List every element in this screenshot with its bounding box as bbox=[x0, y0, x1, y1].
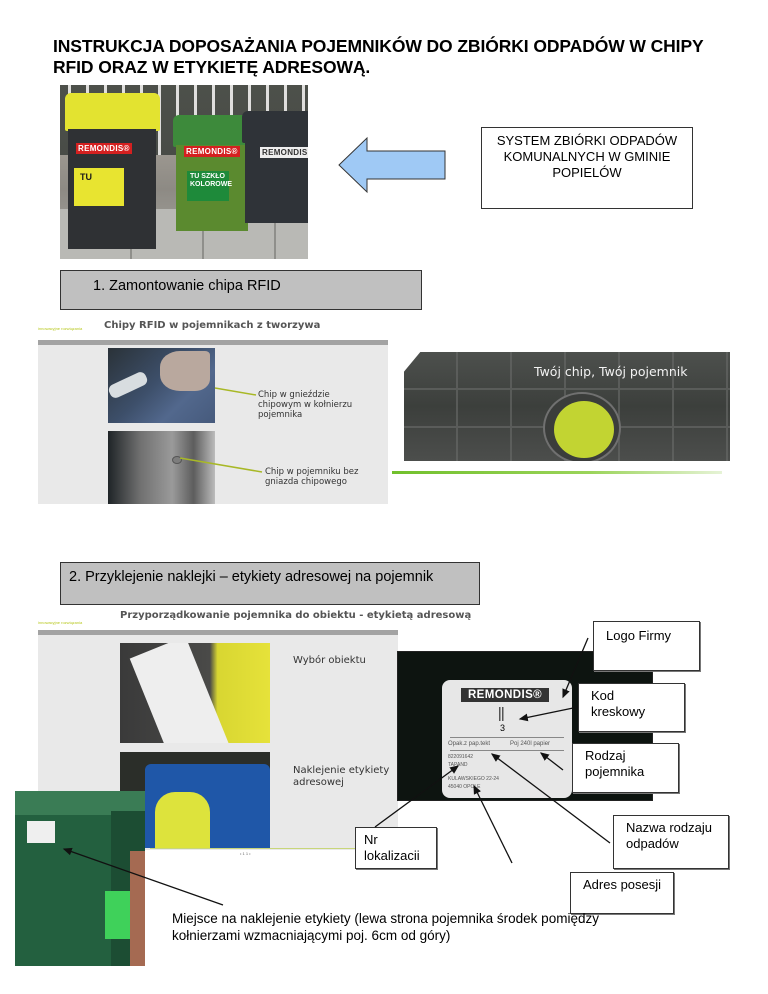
slide-2-page-number: • 1 1 • bbox=[240, 851, 251, 856]
address-label: REMONDIS® 3 Opak.z pap.tekt Poj 240l pap… bbox=[442, 680, 572, 798]
container-type: Poj 240l papier bbox=[510, 741, 551, 747]
slide-1-title: Chipy RFID w pojemnikach z tworzywa bbox=[104, 320, 321, 331]
step-2-heading: 2. Przyklejenie naklejki – etykiety adre… bbox=[60, 562, 480, 605]
arrow-left-icon bbox=[338, 136, 446, 194]
slide-tag: innowacyjne rozwiązania bbox=[38, 326, 83, 331]
glass-sign bbox=[105, 891, 130, 939]
slide-2-header-bar bbox=[38, 630, 398, 635]
glass-sign: TU SZKŁO KOLOROWE bbox=[187, 171, 232, 201]
location-number: 822091642 bbox=[448, 754, 474, 760]
callout-container-type: Rodzaj pojemnika bbox=[572, 743, 679, 793]
label-placement-caption: Miejsce na naklejenie etykiety (lewa str… bbox=[172, 911, 599, 943]
remondis-sticker: REMONDIS bbox=[260, 147, 308, 158]
chip-in-socket-photo bbox=[108, 348, 215, 423]
address-line-1: KULAWSKIEGO 22-24 bbox=[448, 776, 499, 782]
callout-address: Adres posesji bbox=[570, 872, 674, 914]
label-number: 3 bbox=[500, 723, 506, 733]
callout-location-number: Nr lokalizacii bbox=[355, 827, 437, 869]
green-bin-lid bbox=[173, 115, 251, 147]
chip-socket-caption: Chip w gnieździe chipowym w kołnierzu po… bbox=[258, 390, 353, 420]
chip-no-socket-caption: Chip w pojemniku bez gniazda chipowego bbox=[265, 467, 359, 487]
company-logo: REMONDIS® bbox=[461, 688, 549, 702]
waste-bins-photo: REMONDIS® REMONDIS® REMONDIS TU TU SZKŁO… bbox=[60, 85, 308, 259]
remondis-sticker: REMONDIS® bbox=[76, 143, 132, 154]
step-1-heading: 1. Zamontowanie chipa RFID bbox=[60, 270, 422, 310]
slide-2-footer-line bbox=[150, 848, 400, 849]
yellow-bin-lid bbox=[65, 93, 160, 131]
black-bin-lid bbox=[242, 111, 308, 143]
slide-tag: innowacyjne rozwiązania bbox=[38, 620, 83, 625]
remondis-sticker: REMONDIS® bbox=[184, 146, 240, 157]
chip-without-socket-photo bbox=[108, 431, 215, 504]
waste-type: Opak.z pap.tekt bbox=[448, 741, 491, 747]
document-title: INSTRUKCJA DOPOSAŻANIA POJEMNIKÓW DO ZBI… bbox=[53, 36, 704, 77]
system-description-box: SYSTEM ZBIÓRKI ODPADÓW KOMUNALNYCH W GMI… bbox=[481, 127, 693, 209]
chip-closeup-photo: Twój chip, Twój pojemnik bbox=[404, 352, 730, 461]
callout-waste-name: Nazwa rodzaju odpadów bbox=[613, 815, 729, 869]
applying-label-photo bbox=[120, 752, 270, 848]
callout-logo: Logo Firmy bbox=[593, 621, 700, 671]
slide-1-header-bar bbox=[38, 340, 388, 345]
slide-2-title: Przyporządkowanie pojemnika do obiektu -… bbox=[120, 610, 472, 621]
paper-sign: TU bbox=[74, 168, 124, 206]
rfid-chip bbox=[554, 401, 614, 458]
callout-barcode: Kod kreskowy bbox=[578, 683, 685, 732]
location-name: TAPAND bbox=[448, 762, 468, 768]
green-bin-photo bbox=[15, 791, 145, 966]
label-placement-sticker bbox=[27, 821, 55, 843]
choose-object-caption: Wybór obiektu bbox=[293, 655, 366, 666]
barcode bbox=[499, 707, 505, 721]
chip-slogan: Twój chip, Twój pojemnik bbox=[534, 364, 688, 379]
green-stripe bbox=[392, 471, 722, 474]
address-line-2: 45040 OPOLE bbox=[448, 784, 481, 790]
label-roll-photo bbox=[120, 643, 270, 743]
apply-label-caption: Naklejenie etykiety adresowej bbox=[293, 765, 390, 788]
